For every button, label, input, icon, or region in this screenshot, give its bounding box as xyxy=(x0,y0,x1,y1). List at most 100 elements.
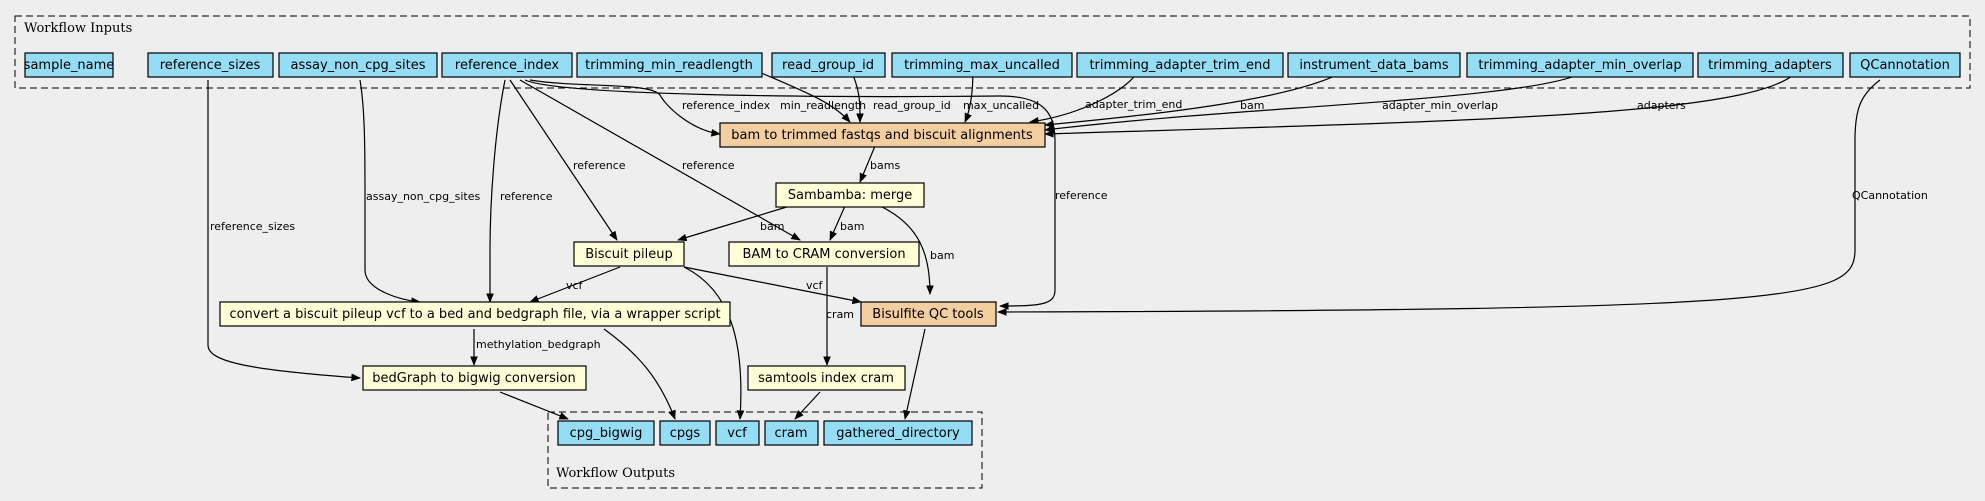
inputs-cluster xyxy=(14,15,1971,89)
output-node-cpgs[interactable]: cpgs xyxy=(659,420,711,446)
edge-vcf-to-output xyxy=(683,266,745,420)
node-label: read_group_id xyxy=(782,58,874,73)
edge-label: vcf xyxy=(806,279,824,292)
edge-label: bam xyxy=(760,220,784,233)
edge-label: reference xyxy=(500,190,553,203)
step-sambamba-merge[interactable]: Sambamba: merge xyxy=(775,182,925,208)
edge-label: read_group_id xyxy=(873,99,951,112)
input-node-sample-name[interactable]: sample_name xyxy=(24,52,115,78)
node-label: instrument_data_bams xyxy=(1299,58,1448,73)
edge-qcannotation xyxy=(997,79,1881,316)
edge-label: reference xyxy=(573,159,626,172)
output-node-vcf[interactable]: vcf xyxy=(715,420,760,446)
step-bam-to-trimmed-fastqs[interactable]: bam to trimmed fastqs and biscuit alignm… xyxy=(719,122,1046,148)
edge-label: adapter_trim_end xyxy=(1085,98,1182,111)
edge-ref-to-convert xyxy=(486,79,506,303)
node-label: cpgs xyxy=(670,426,701,441)
input-node-reference-index[interactable]: reference_index xyxy=(441,52,573,78)
input-node-read-group-id[interactable]: read_group_id xyxy=(771,52,886,78)
node-label: gathered_directory xyxy=(836,426,960,441)
input-nodes: sample_name reference_sizes assay_non_cp… xyxy=(24,52,1961,78)
edge-label: assay_non_cpg_sites xyxy=(366,190,481,203)
edge-label: bam xyxy=(1240,99,1264,112)
edge-ref-to-cram xyxy=(519,79,801,241)
edge-label: reference_index xyxy=(682,99,771,112)
edge-label: max_uncalled xyxy=(963,99,1039,112)
node-label: Bisulfite QC tools xyxy=(872,307,984,322)
node-label: samtools index cram xyxy=(758,371,894,386)
step-bedgraph-to-bigwig[interactable]: bedGraph to bigwig conversion xyxy=(362,365,587,391)
node-label: Sambamba: merge xyxy=(788,188,913,203)
node-label: trimming_adapter_trim_end xyxy=(1089,58,1270,73)
edge-label: reference xyxy=(682,159,735,172)
input-node-reference-sizes[interactable]: reference_sizes xyxy=(147,52,274,78)
edge-labels: reference_sizes assay_non_cpg_sites refe… xyxy=(210,98,1928,351)
edge-label: bam xyxy=(840,220,864,233)
inputs-cluster-label: Workflow Inputs xyxy=(24,21,132,36)
outputs-cluster-label: Workflow Outputs xyxy=(556,466,675,481)
node-label: reference_sizes xyxy=(160,58,261,73)
output-node-cpg-bigwig[interactable]: cpg_bigwig xyxy=(557,420,655,446)
node-label: Biscuit pileup xyxy=(585,247,673,262)
edge-label: bams xyxy=(870,159,900,172)
edge-adapters xyxy=(1044,67,1801,138)
edge-label: adapters xyxy=(1637,99,1686,112)
edge-vcf-to-convert xyxy=(529,266,621,303)
edge-label: QCannotation xyxy=(1852,189,1928,202)
edge-reference-sizes xyxy=(207,80,361,382)
input-node-assay-non-cpg-sites[interactable]: assay_non_cpg_sites xyxy=(278,52,438,78)
edge-label: cram xyxy=(826,308,854,321)
edge-cpg-bigwig xyxy=(499,391,569,420)
edge-label: min_readlength xyxy=(780,99,866,112)
input-node-trimming-max-uncalled[interactable]: trimming_max_uncalled xyxy=(891,52,1073,78)
edge-label: methylation_bedgraph xyxy=(476,338,601,351)
node-label: cpg_bigwig xyxy=(570,426,643,441)
step-nodes: bam to trimmed fastqs and biscuit alignm… xyxy=(219,122,1046,391)
output-node-cram[interactable]: cram xyxy=(764,420,819,446)
node-label: bedGraph to bigwig conversion xyxy=(372,371,575,386)
edge-ref-to-pileup xyxy=(509,79,618,241)
step-bam-to-cram[interactable]: BAM to CRAM conversion xyxy=(728,241,920,267)
node-label: vcf xyxy=(727,426,747,441)
edge-ref-to-trim xyxy=(529,79,721,137)
edge-bam-to-cram xyxy=(829,205,846,241)
edge-label: reference xyxy=(1055,189,1108,202)
step-convert-pileup-vcf[interactable]: convert a biscuit pileup vcf to a bed an… xyxy=(219,301,731,327)
output-node-gathered-directory[interactable]: gathered_directory xyxy=(823,420,973,446)
edges xyxy=(207,67,1881,420)
node-label: cram xyxy=(774,426,807,441)
edge-label: adapter_min_overlap xyxy=(1382,99,1498,112)
node-label: trimming_min_readlength xyxy=(585,58,753,73)
edge-bam-to-pileup xyxy=(677,205,791,242)
edge-cram-output xyxy=(794,391,821,420)
edge-bams xyxy=(859,145,876,183)
input-node-instrument-data-bams[interactable]: instrument_data_bams xyxy=(1287,52,1461,78)
edge-label: vcf xyxy=(566,279,584,292)
edge-label: bam xyxy=(930,249,954,262)
step-bisulfite-qc-tools[interactable]: Bisulfite QC tools xyxy=(860,301,997,327)
edge-min-readlength xyxy=(749,67,851,123)
input-node-trimming-adapter-trim-end[interactable]: trimming_adapter_trim_end xyxy=(1076,52,1284,78)
edge-cpgs xyxy=(603,328,676,420)
node-label: trimming_adapter_min_overlap xyxy=(1478,58,1681,73)
outputs-cluster xyxy=(547,411,983,489)
node-label: assay_non_cpg_sites xyxy=(290,58,425,73)
input-node-trimming-adapter-min-overlap[interactable]: trimming_adapter_min_overlap xyxy=(1466,52,1694,78)
node-label: BAM to CRAM conversion xyxy=(742,247,905,262)
step-biscuit-pileup[interactable]: Biscuit pileup xyxy=(573,241,685,267)
edge-assay-non-cpg-sites xyxy=(359,79,421,305)
step-samtools-index-cram[interactable]: samtools index cram xyxy=(747,365,906,391)
node-label: convert a biscuit pileup vcf to a bed an… xyxy=(229,307,720,322)
output-nodes: cpg_bigwig cpgs vcf cram gathered_direct… xyxy=(557,420,973,446)
edge-vcf-to-qc xyxy=(683,266,862,305)
input-node-qcannotation[interactable]: QCannotation xyxy=(1849,52,1961,78)
input-node-trimming-adapters[interactable]: trimming_adapters xyxy=(1697,52,1844,78)
edge-bam-input xyxy=(1044,67,1351,129)
input-node-trimming-min-readlength[interactable]: trimming_min_readlength xyxy=(576,52,763,78)
edge-bam-to-qc xyxy=(879,205,934,295)
node-label: sample_name xyxy=(24,58,115,73)
node-label: reference_index xyxy=(455,58,559,73)
edge-adapter-min-overlap xyxy=(1044,67,1591,133)
